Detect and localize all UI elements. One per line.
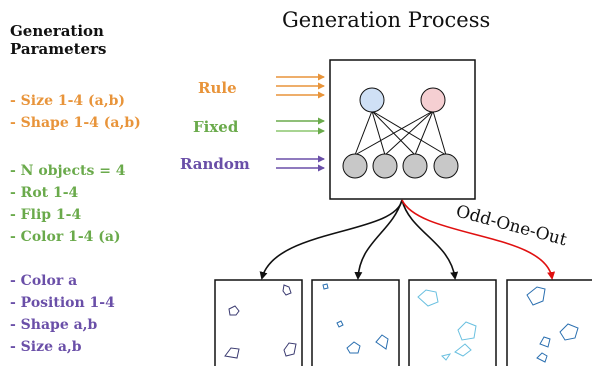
fixed-arrows <box>276 117 325 135</box>
random-param-4: - Size a,b <box>10 339 82 355</box>
output-arrow-2 <box>354 199 403 280</box>
random-label: Random <box>180 155 250 173</box>
latent-node-b <box>420 87 446 113</box>
object-node-1 <box>342 153 368 179</box>
sample-panel-1 <box>214 279 303 366</box>
latent-node-a <box>359 87 385 113</box>
fixed-param-3: - Flip 1-4 <box>10 207 82 223</box>
random-arrows <box>276 155 325 172</box>
object-node-3 <box>402 153 428 179</box>
odd-one-out-label: Odd-One-Out <box>454 202 569 251</box>
rule-arrows <box>276 73 325 99</box>
random-param-2: - Position 1-4 <box>10 295 115 311</box>
sample-panel-4 <box>506 279 592 366</box>
output-arrow-1 <box>259 199 403 280</box>
sample-panel-2 <box>311 279 400 366</box>
fixed-param-1: - N objects = 4 <box>10 163 126 179</box>
random-param-1: - Color a <box>10 273 78 289</box>
rule-param-1: - Size 1-4 (a,b) <box>10 93 125 109</box>
rule-param-2: - Shape 1-4 (a,b) <box>10 115 141 131</box>
object-node-4 <box>433 153 459 179</box>
fixed-param-4: - Color 1-4 (a) <box>10 229 121 245</box>
sample-panel-3 <box>408 279 497 366</box>
output-arrow-3 <box>401 199 459 280</box>
network-edges <box>354 110 447 156</box>
random-param-3: - Shape a,b <box>10 317 98 333</box>
rule-label: Rule <box>198 79 237 97</box>
fixed-label: Fixed <box>193 118 239 136</box>
object-node-2 <box>372 153 398 179</box>
fixed-param-2: - Rot 1-4 <box>10 185 79 201</box>
parameters-title: Generation Parameters <box>10 22 107 58</box>
odd-one-out-arrow <box>401 199 556 280</box>
process-title: Generation Process <box>282 8 491 32</box>
